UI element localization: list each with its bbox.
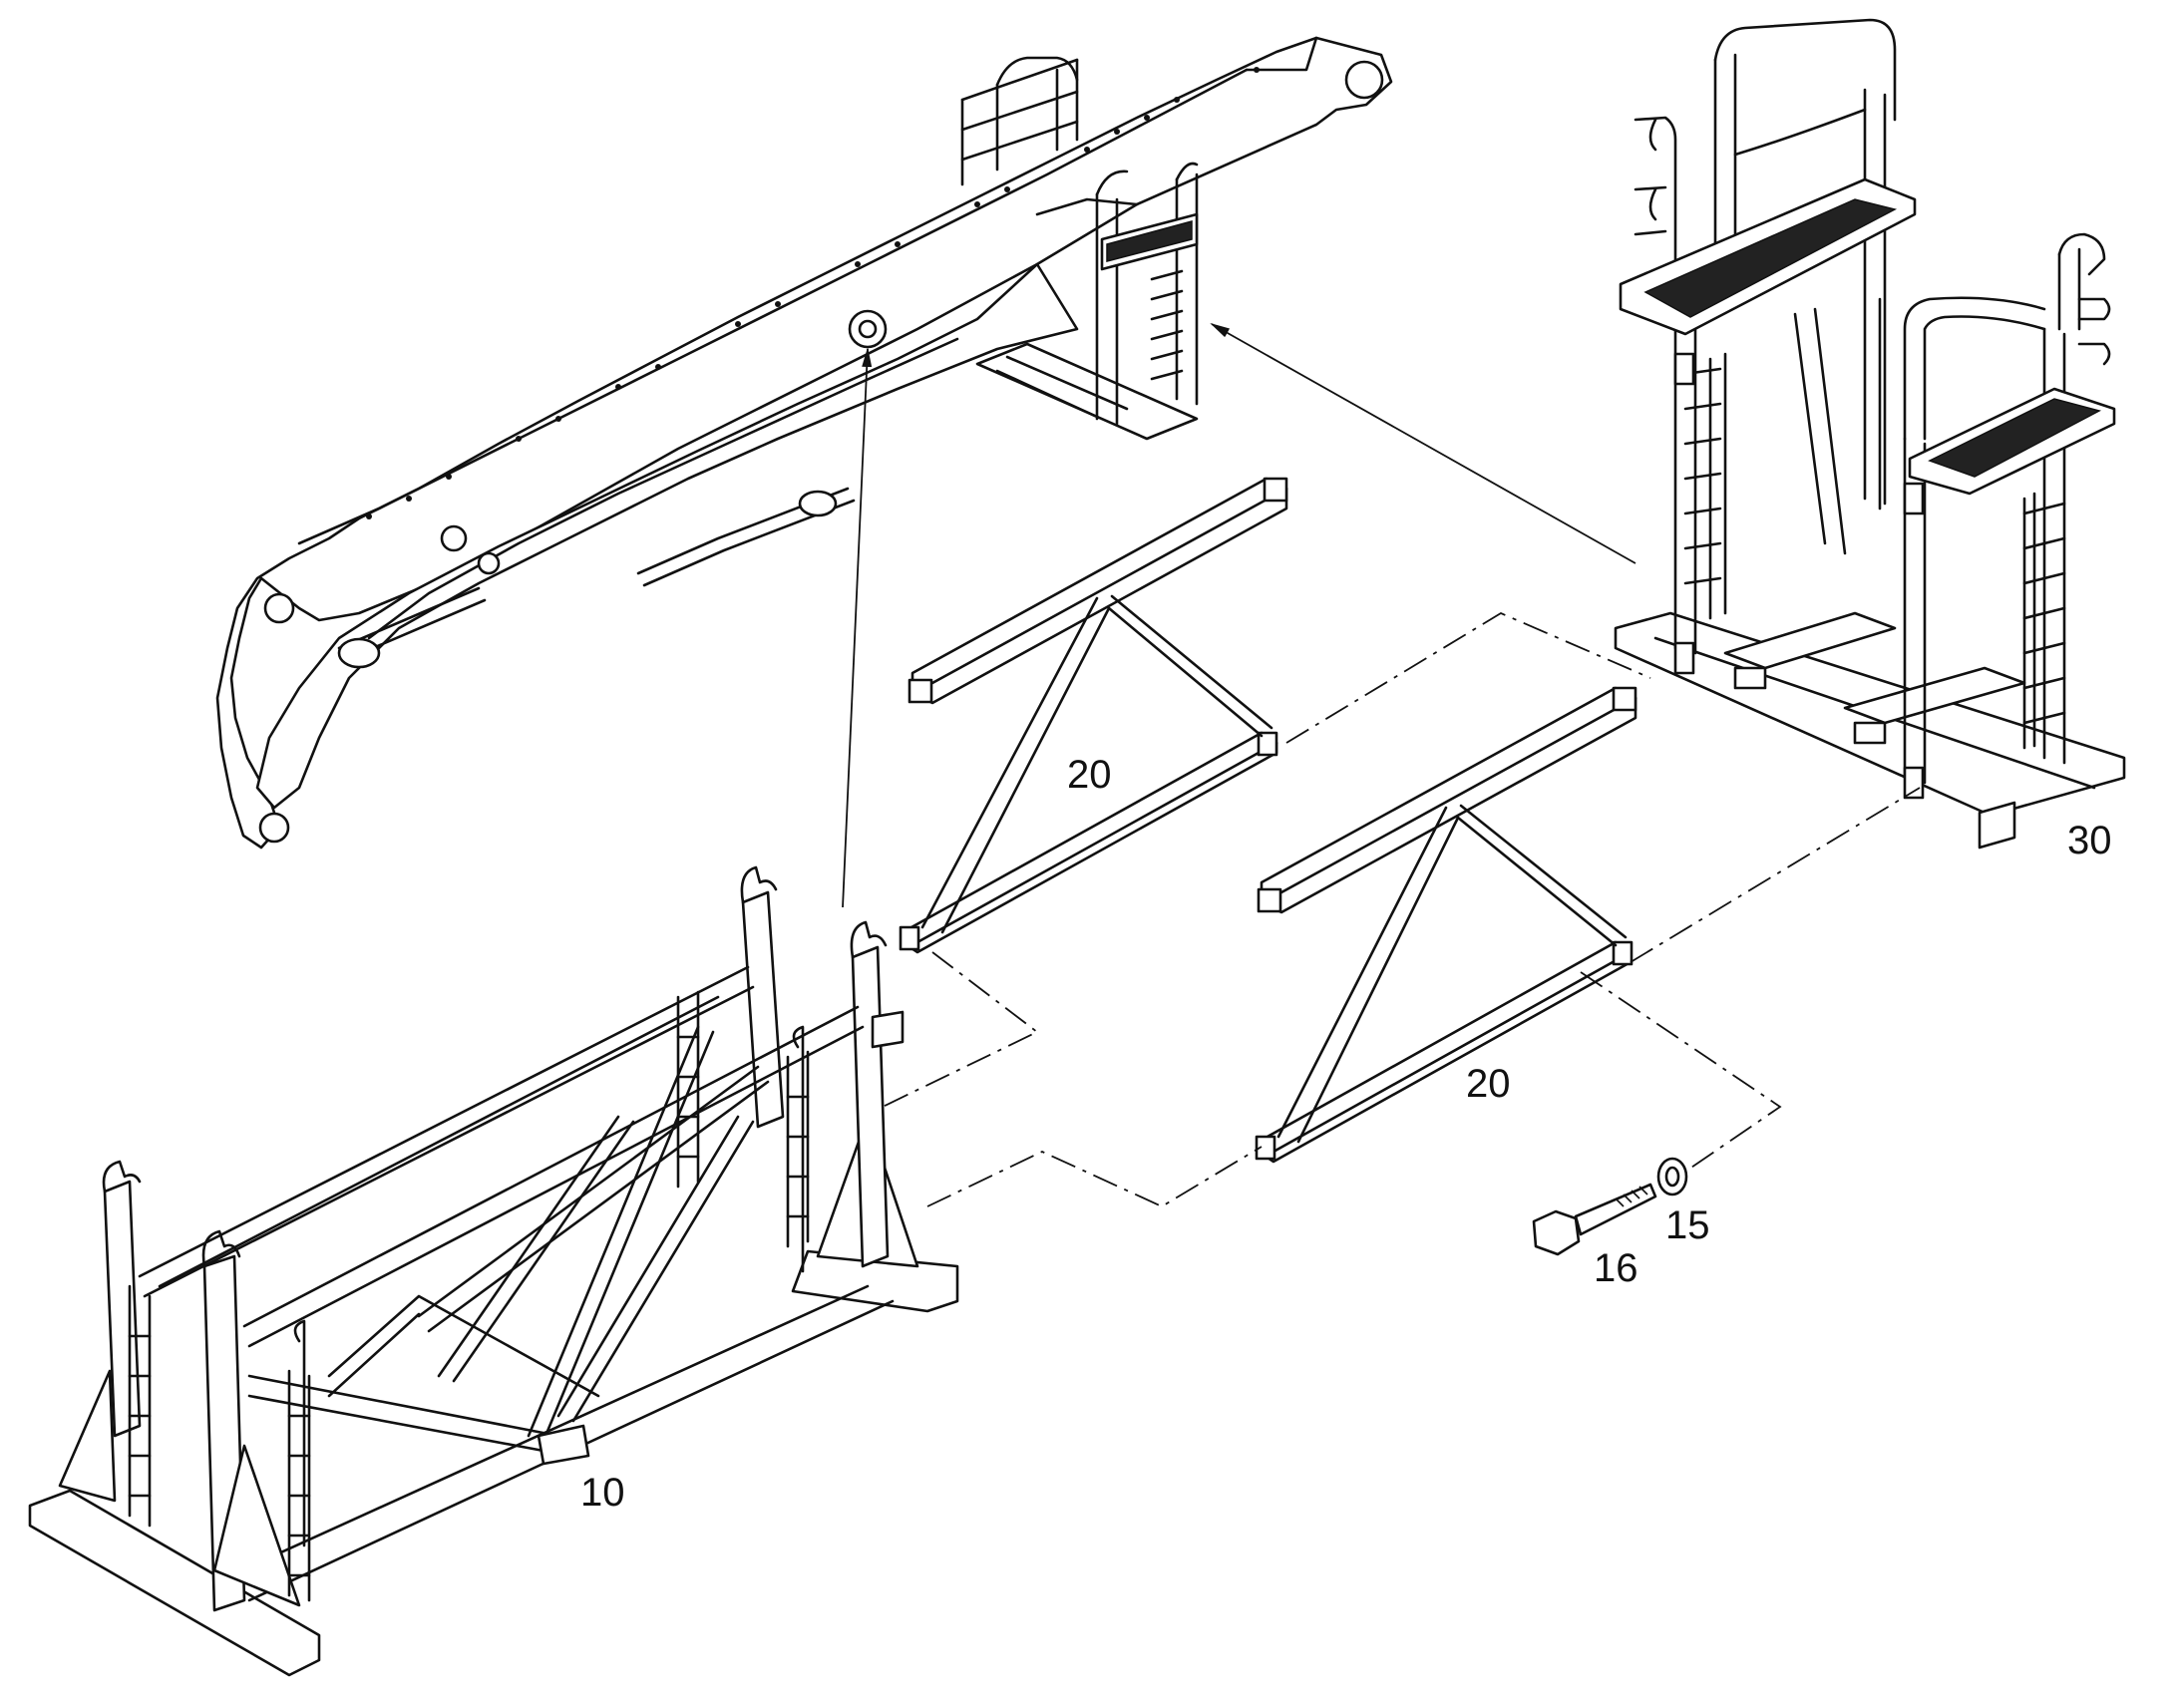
platform-stand xyxy=(1614,18,2126,850)
install-arrow-platform xyxy=(1210,323,1636,564)
bolt-shank-icon xyxy=(1574,1183,1657,1236)
boom-lower-arm xyxy=(255,262,1079,810)
washer-icon xyxy=(1656,1157,1688,1196)
bolt-and-washer xyxy=(1532,1157,1688,1256)
boom-ladder xyxy=(975,162,1199,441)
frame-stand xyxy=(28,865,959,1677)
cross-member-upper xyxy=(899,477,1288,954)
assembly-lines xyxy=(882,611,1921,1208)
callout-label-10: 10 xyxy=(580,1471,625,1515)
callout-label-20-lower: 20 xyxy=(1466,1062,1511,1106)
callout-label-16: 16 xyxy=(1594,1246,1638,1290)
install-arrow-frame xyxy=(842,347,873,908)
callout-labels: 10 20 20 30 15 16 xyxy=(580,753,2112,1515)
boom-body xyxy=(215,36,1393,850)
callout-label-30: 30 xyxy=(2067,819,2112,862)
boom-top-platform xyxy=(960,56,1079,186)
boom-assembly xyxy=(215,36,1393,850)
bolt-head-icon xyxy=(1532,1209,1581,1256)
cross-member-lower xyxy=(1255,686,1637,1164)
boom-rivets xyxy=(366,67,1260,519)
callout-label-20-upper: 20 xyxy=(1067,753,1112,797)
callout-label-15: 15 xyxy=(1665,1203,1710,1247)
